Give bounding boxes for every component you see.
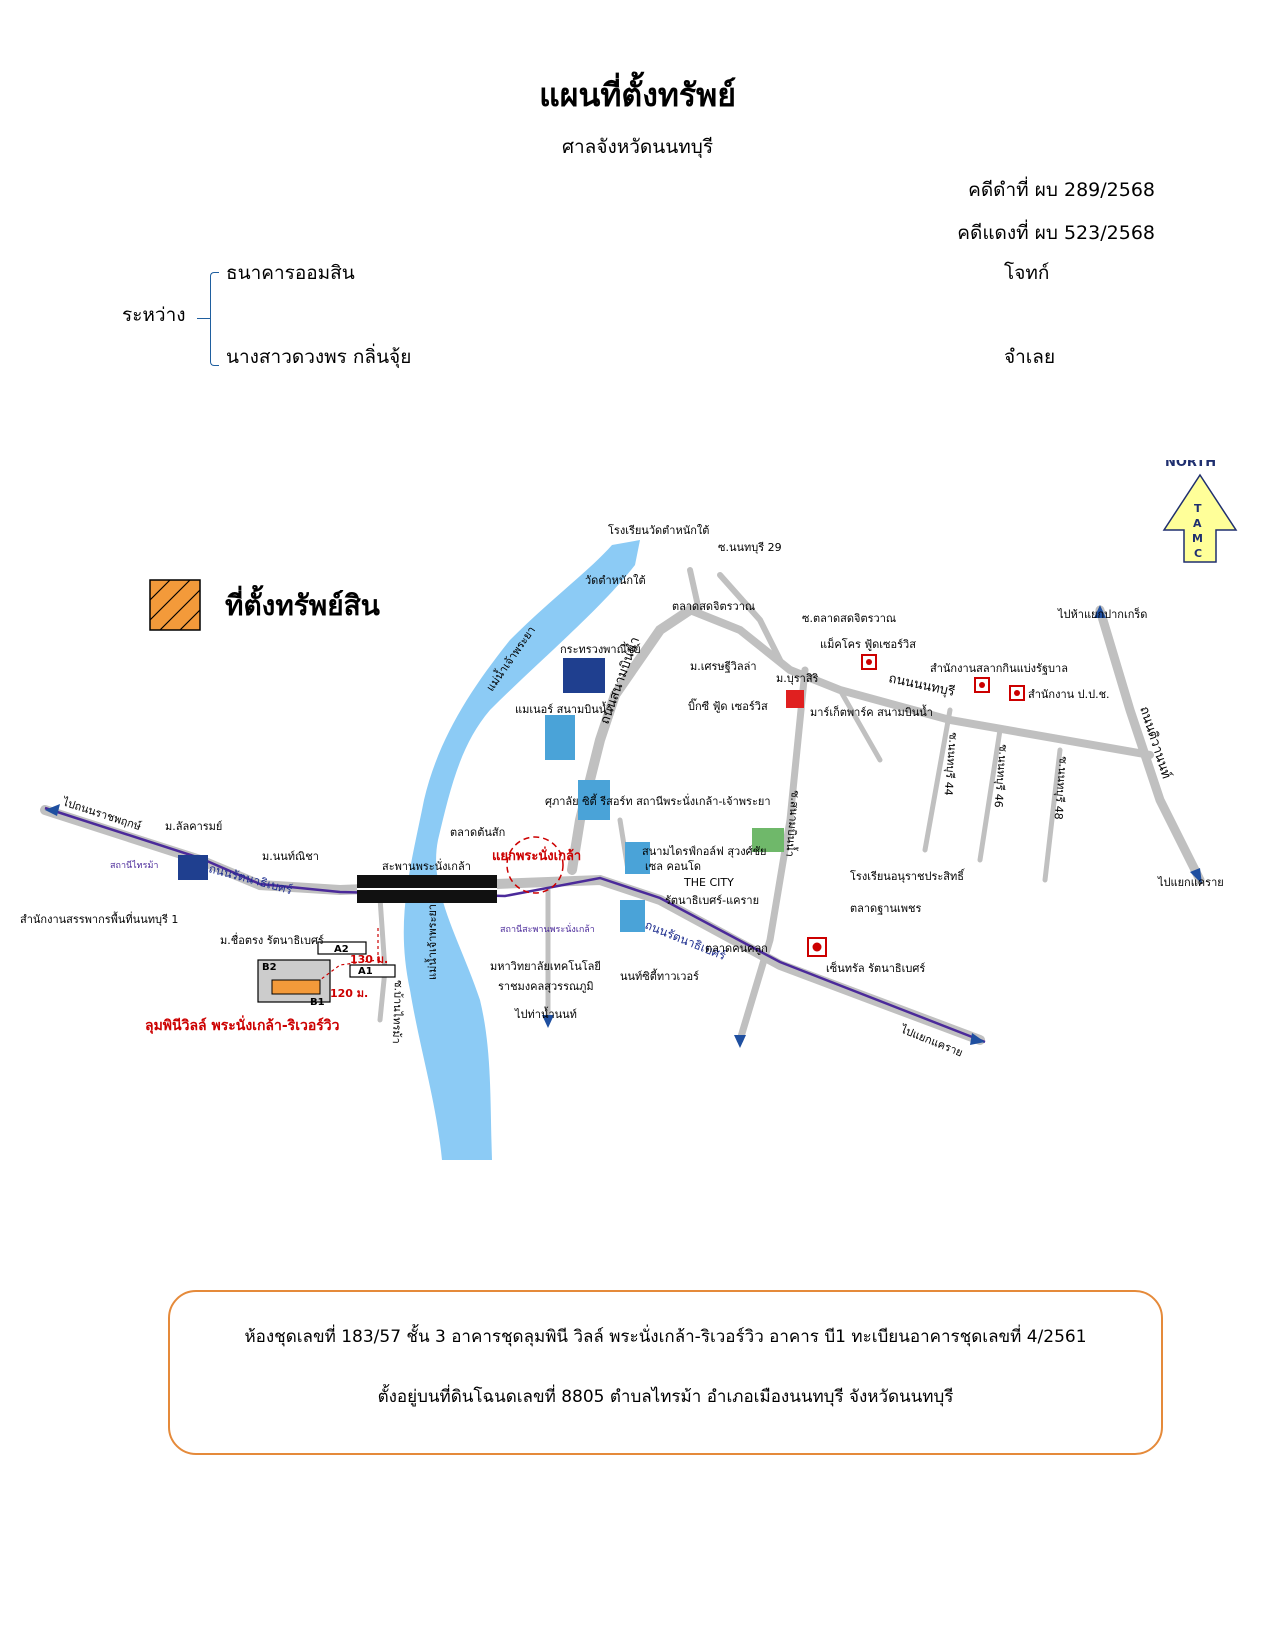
- court-name: ศาลจังหวัดนนทบุรี: [561, 136, 714, 158]
- direction-arrows: [45, 605, 1202, 1048]
- property-building-b1: [271, 979, 321, 995]
- compass-letter-m: M: [1192, 532, 1203, 545]
- map-label-station-thraima: สถานีไทรม้า: [110, 860, 158, 871]
- revenue-icon: [178, 855, 208, 880]
- map-label-burasiri: ม.บุราสิริ: [776, 672, 819, 685]
- map-label-nonthicha: ม.นนท์ณิชา: [262, 850, 319, 863]
- map-label-intersection: แยกพระนั่งเกล้า: [492, 846, 581, 864]
- nonthicity-icon: [620, 900, 645, 932]
- property-line-2: ตั้งอยู่บนที่ดินโฉนดเลขที่ 8805 ตำบลไทรม…: [377, 1387, 954, 1407]
- bigc-icon: [786, 690, 804, 708]
- map-label-ministry: กระทรวงพาณิชย์: [560, 643, 641, 656]
- map-label-river-2: แม่น้ำเจ้าพระยา: [424, 904, 439, 980]
- ministry-icon: [563, 658, 605, 693]
- map-label-ppch: สำนักงาน ป.ป.ช.: [1028, 688, 1110, 701]
- map-label-revenue: สำนักงานสรรพากรพื้นที่นนทบุรี 1: [20, 911, 178, 926]
- building-icons: [178, 654, 1025, 957]
- map-label-to-pakkret: ไปห้าแยกปากเกร็ด: [1057, 607, 1147, 621]
- map-label-bigc: บิ๊กซี ฟู้ด เซอร์วิส: [688, 698, 768, 713]
- north-arrow-icon: [1162, 473, 1238, 563]
- map-label-the-city: THE CITY: [683, 876, 734, 889]
- party-brace-nub: [197, 318, 210, 319]
- map-label-b2: B2: [262, 962, 277, 973]
- map-label-rattanathibet-rd: ถนนรัตนาธิเบศร์: [207, 861, 294, 897]
- map-label-wat: วัดตำหนักใต้: [585, 574, 646, 587]
- map-label-to-tanam: ไปท่าน้ำนนท์: [514, 1006, 577, 1021]
- golf-icon: [752, 828, 784, 852]
- map-label-the-city-2: รัตนาธิเบศร์-แคราย: [665, 894, 759, 907]
- compass-letter-a: A: [1193, 517, 1202, 530]
- map-label-soi48: ซ.นนทบุรี 48: [1051, 756, 1069, 821]
- map-label-soi46: ซ.นนทบุรี 46: [991, 744, 1009, 809]
- location-map: โรงเรียนวัดตำหนักใต้ ซ.นนทบุรี 29 วัดตำห…: [20, 460, 1238, 1160]
- map-label-market-park: มาร์เก็ตพาร์ค สนามบินน้ำ: [810, 704, 933, 719]
- map-label-nonthicity: นนท์ซิตี้ทาวเวอร์: [620, 968, 699, 983]
- map-label-talad-khonkhuk: ตลาดคนคลูก: [705, 942, 768, 955]
- map-label-dist-130: 130 ม.: [350, 953, 388, 966]
- compass-letter-t: T: [1194, 502, 1202, 515]
- property-info-box: [168, 1290, 1163, 1455]
- map-label-bridge: สะพานพระนั่งเกล้า: [382, 858, 471, 873]
- map-label-rmutsb-2: ราชมงคลสุวรรณภูมิ: [498, 980, 594, 993]
- red-case-number: คดีแดงที่ ผบ 523/2568: [957, 222, 1155, 244]
- map-label-soi-market: ซ.ตลาดสดจิตรวาณ: [802, 612, 896, 625]
- map-label-lalkarom: ม.ลัลคารมย์: [165, 820, 222, 833]
- map-label-b1: B1: [310, 997, 325, 1008]
- bts-purple-line: [44, 806, 986, 1044]
- map-label-school-anurat: โรงเรียนอนุราชประสิทธิ์: [850, 868, 966, 883]
- plaintiff-role: โจทก์: [1004, 262, 1050, 284]
- intersection-marker: [506, 836, 564, 894]
- defendant-name: นางสาวดวงพร กลิ่นจุ้ย: [226, 346, 412, 368]
- between-label: ระหว่าง: [122, 304, 186, 326]
- map-label-sriram: ม.เศรษฐีวิลล่า: [690, 660, 757, 673]
- property-site: [257, 928, 396, 1003]
- chao-phraya-river: [403, 540, 640, 1160]
- legend-swatch: [149, 579, 201, 631]
- black-case-number: คดีดำที่ ผบ 289/2568: [968, 179, 1155, 201]
- map-label-school-wat: โรงเรียนวัดตำหนักใต้: [608, 523, 709, 537]
- compass-label: NORTH: [1165, 460, 1216, 470]
- defendant-role: จำเลย: [1004, 346, 1056, 368]
- party-brace: [210, 272, 219, 366]
- map-label-talad-tonsak: ตลาดต้นสัก: [450, 826, 505, 839]
- map-label-a1: A1: [358, 966, 373, 977]
- cell-condo-icon: [625, 842, 650, 874]
- plaintiff-name: ธนาคารออมสิน: [226, 262, 355, 284]
- map-label-chuetrong: ม.ชื่อตรง รัตนาธิเบศร์: [220, 932, 324, 947]
- map-label-lottery: สำนักงานสลากกินแบ่งรัฐบาล: [930, 662, 1068, 675]
- map-label-dist-120: 120 ม.: [330, 987, 368, 1000]
- map-label-lumpini: ลุมพินีวิลล์ พระนั่งเกล้า-ริเวอร์วิว: [145, 1015, 340, 1034]
- map-label-station-prananklao: สถานีสะพานพระนั่งเกล้า: [500, 922, 595, 935]
- supalai-icon: [578, 780, 610, 820]
- legend-label: ที่ตั้งทรัพย์สิน: [225, 584, 380, 622]
- property-line-1: ห้องชุดเลขที่ 183/57 ชั้น 3 อาคารชุดลุมพ…: [244, 1327, 1087, 1347]
- map-label-makro: แม็คโคร ฟู้ดเซอร์วิส: [820, 637, 916, 651]
- map-label-supalai: ศุภาลัย ซิตี้ รีสอร์ท สถานีพระนั่งเกล้า-…: [545, 793, 771, 808]
- map-label-soi-bangsithong: ซ.บ้านไทรม้า: [390, 980, 405, 1044]
- legend: ที่ตั้งทรัพย์สิน: [149, 579, 380, 631]
- map-label-to-kaeray: ไปแยกแคราย: [1157, 876, 1224, 889]
- map-label-soi29: ซ.นนทบุรี 29: [718, 541, 782, 554]
- map-label-soi-sanam: ซ.สนามบินน้ำ: [783, 790, 804, 858]
- map-label-central: เซ็นทรัล รัตนาธิเบศร์: [826, 961, 925, 975]
- manor-icon: [545, 715, 575, 760]
- map-label-golf: สนามไดรฟ์กอล์ฟ สุวงศ์ชัย: [642, 845, 766, 858]
- page-title: แผนที่ตั้งทรัพย์: [539, 76, 736, 114]
- north-compass: NORTH T A M C: [1162, 460, 1238, 563]
- map-label-rmutsb: มหาวิทยาลัยเทคโนโลยี: [490, 959, 601, 973]
- map-label-cell-condo: เซล คอนโด: [645, 859, 701, 873]
- compass-letter-c: C: [1194, 547, 1202, 560]
- map-label-talad-chuanpetch: ตลาดฐานเพชร: [850, 902, 921, 915]
- map-label-soi44: ซ.นนทบุรี 44: [941, 732, 959, 797]
- map-label-market-sodjit: ตลาดสดจิตรวาณ: [672, 600, 755, 613]
- map-label-manor: แมเนอร์ สนามบินน้ำ: [515, 701, 613, 716]
- map-label-a2: A2: [334, 944, 349, 955]
